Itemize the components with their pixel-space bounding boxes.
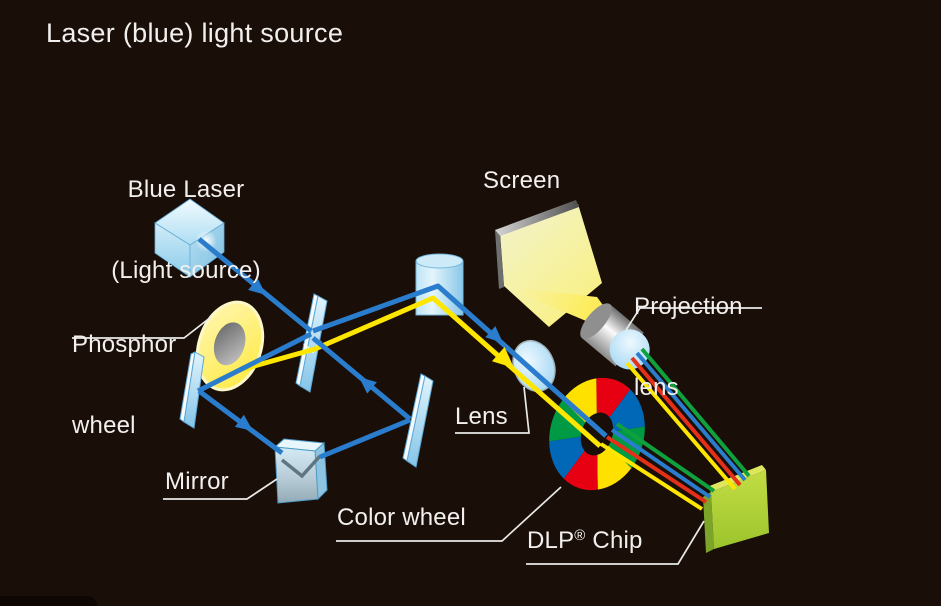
page-title: Laser (blue) light source [46,18,344,48]
dlp-chip [703,465,769,553]
yellow-beam [599,442,704,511]
arrow-down-right-icon [485,326,503,343]
fold-mirror-right-plate [402,373,434,468]
arrow-down-right-icon [234,414,253,431]
green-beam [640,347,751,478]
blue-beam [635,351,747,482]
mirror-reflection-mark [280,454,322,479]
leader-lines [72,307,762,565]
lens-label: Lens [455,403,508,430]
beam-bundle-chip-to-lens [625,347,751,491]
dlp-chip-leader [526,520,705,565]
blue-beam-box-to-right-mirror [319,417,411,460]
mirror-leader [163,478,278,500]
fold-mirror-left-plate [179,351,205,429]
phosphor-wheel-leader [72,316,212,339]
projection-lens-leader [625,307,762,331]
arrow-down-right-icon [248,278,266,295]
lens-leader [455,386,530,434]
yellow-beam [625,361,737,491]
projection-lens-label: Projection lens [634,293,743,401]
blue-laser-label: Blue Laser (Light source) [111,176,261,284]
beam-bundle-wheel-to-chip [599,422,716,511]
mirror-box [273,438,328,504]
red-beam [605,435,708,504]
bottom-left-tab [0,596,97,606]
blue-beam-dichroic-to-wheel [312,283,608,438]
registered-trademark-icon: ® [574,527,586,544]
beam-direction-arrows [234,278,514,431]
phosphor-wheel-label: Phosphor wheel [72,331,177,439]
yellow-beam-phosphor-to-wheel [239,295,602,448]
green-beam [615,422,716,493]
blue-beam-dichroic-to-left-mirror [196,331,313,394]
arrow-up-left-icon [359,377,377,394]
blue-laser-cube [154,198,225,278]
screen-edge-left [495,230,504,289]
color-wheel-label: Color wheel [337,504,466,531]
blue-beam [610,428,712,499]
phosphor-wheel-hub [213,322,246,366]
screen-label: Screen [483,167,561,194]
projection-lens [580,303,650,370]
screen-edge-top [495,200,579,236]
dichroic-mirror-plate [295,293,328,393]
red-beam [630,356,742,487]
color-wheel-leader [336,486,562,542]
mirror-label: Mirror [165,468,229,495]
dlp-chip-label: DLP® Chip [527,527,643,554]
arrow-down-right-icon [491,346,514,368]
